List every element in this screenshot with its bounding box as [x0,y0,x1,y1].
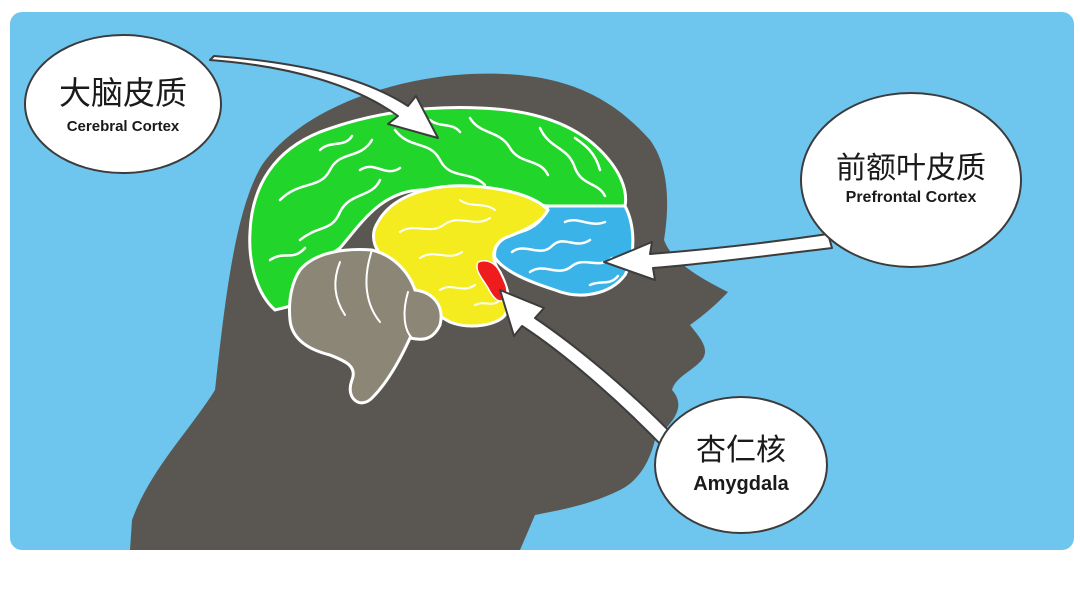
arrow-cerebral-cortex [209,55,439,139]
amygdala-label-zh: 杏仁核 [696,433,786,469]
prefrontal-cortex-label-en: Prefrontal Cortex [845,188,977,206]
arrow-amygdala [499,289,679,451]
prefrontal-cortex-label-zh: 前额叶皮质 [836,151,986,187]
limbic-folds [399,199,501,306]
cerebral-cortex-label-en: Cerebral Cortex [66,117,180,135]
cerebellum-region [288,248,443,405]
arrow-prefrontal-cortex [603,233,833,281]
cerebellum-folds [334,249,413,339]
cortex-folds [268,116,607,262]
amygdala-label-en: Amygdala [693,472,789,495]
prefrontal-folds [510,219,620,287]
cerebral-cortex-callout: 大脑皮质 Cerebral Cortex [24,34,222,174]
prefrontal-cortex-callout: 前额叶皮质 Prefrontal Cortex [800,92,1022,268]
amygdala-callout: 杏仁核 Amygdala [654,396,828,534]
cerebral-cortex-label-zh: 大脑皮质 [58,73,187,112]
